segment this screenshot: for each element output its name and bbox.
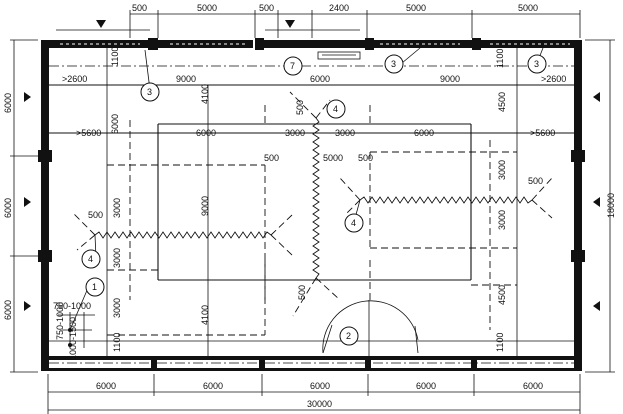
- small-500-right: 500: [528, 176, 543, 186]
- bottom-dimension-texts: 6000 6000 6000 6000 6000 30000: [96, 381, 543, 409]
- marker-4a: 4: [326, 99, 346, 119]
- dim-bottom-2: 6000: [203, 381, 223, 391]
- door-swing: [322, 300, 419, 354]
- central-zones: [107, 105, 517, 336]
- marker-3b: 3: [384, 54, 404, 74]
- small-500-left: 500: [88, 210, 103, 220]
- row1-dim-1: 9000: [176, 74, 196, 84]
- row1-dim-0: >2600: [62, 74, 87, 84]
- dim-top-5: 5000: [406, 3, 426, 13]
- mid-dim-1: 5000: [323, 153, 343, 163]
- circle-markers: 1 2 3 3 3 4 4 4: [69, 47, 547, 346]
- side-dimension-lines: [10, 39, 615, 373]
- vright-4: 4500: [497, 285, 507, 305]
- row2-dim-5: >5600: [530, 128, 555, 138]
- dim-top-2: 5000: [197, 3, 217, 13]
- vleft-1: 6000: [110, 114, 120, 134]
- marker-7: 7: [283, 56, 303, 76]
- vleft-2: 3000: [112, 198, 122, 218]
- row2-dim-1: 6000: [196, 128, 216, 138]
- vright-3: 3000: [497, 210, 507, 230]
- dim-bottom-5: 6000: [523, 381, 543, 391]
- top-dimension-lines: [56, 10, 581, 38]
- marker-7-label: 7: [290, 61, 295, 71]
- top-device: [317, 51, 361, 60]
- marker-2-label: 2: [346, 331, 351, 341]
- vright-0: 1100: [495, 49, 505, 68]
- vinner-0: 4100: [200, 84, 210, 104]
- dim-left-2: 6000: [3, 198, 13, 218]
- marker-4c: 4: [344, 213, 364, 233]
- marker-4c-label: 4: [351, 218, 356, 228]
- vinner-2: 4100: [200, 305, 210, 325]
- marker-4b-label: 4: [88, 254, 93, 264]
- dim-bottom-3: 6000: [310, 381, 330, 391]
- dim-top-4: 2400: [329, 3, 349, 13]
- vleft-3: 3000: [112, 248, 122, 268]
- vleft-0: 1100: [110, 47, 120, 66]
- marker-3a-label: 3: [147, 87, 152, 97]
- mid-dim-0: 500: [264, 153, 279, 163]
- row2-dim-0: >5600: [76, 128, 101, 138]
- vinner-1: 9000: [200, 196, 210, 216]
- vright-2: 3000: [497, 160, 507, 180]
- note-750-1000-left: 750-1000: [55, 302, 65, 340]
- zigzag-lines: [94, 117, 533, 279]
- row2-dim-3: 3000: [335, 128, 355, 138]
- section-arrows: [24, 20, 600, 311]
- bottom-dimension-lines: [47, 374, 581, 414]
- side-dimension-texts: 6000 6000 6000 18000: [3, 93, 616, 320]
- small-500-bottom: 500: [297, 285, 307, 300]
- marker-1: 1: [85, 277, 105, 297]
- vright-1: 4500: [497, 92, 507, 112]
- marker-3c: 3: [527, 54, 547, 74]
- marker-3a: 3: [140, 82, 160, 102]
- note-1000-1500: 1000-1500: [68, 317, 78, 360]
- vleft-4: 3000: [112, 298, 122, 318]
- row2-dim-4: 6000: [414, 128, 434, 138]
- note-750-1000-top: 750-1000: [53, 301, 91, 311]
- dim-top-3: 500: [259, 3, 274, 13]
- dim-bottom-4: 6000: [416, 381, 436, 391]
- vleft-5: 1100: [112, 333, 122, 352]
- marker-4b: 4: [81, 249, 101, 269]
- row1-dim-2: 6000: [310, 74, 330, 84]
- vright-5: 1100: [495, 333, 505, 352]
- dim-top-6: 5000: [518, 3, 538, 13]
- marker-3b-label: 3: [391, 59, 396, 69]
- top-dimension-texts: 500 5000 500 2400 5000 5000: [132, 3, 538, 13]
- row1-dim-3: 9000: [440, 74, 460, 84]
- row2-dim-2: 3000: [285, 128, 305, 138]
- fan-lines: [71, 91, 553, 317]
- grid-lines: [49, 48, 574, 364]
- marker-1-label: 1: [92, 282, 97, 292]
- dim-bottom-1: 6000: [96, 381, 116, 391]
- mid-dim-2: 500: [358, 153, 373, 163]
- dim-right-total: 18000: [606, 193, 616, 218]
- dim-left-1: 6000: [3, 93, 13, 113]
- marker-2: 2: [339, 326, 359, 346]
- row1-dim-4: >2600: [541, 74, 566, 84]
- marker-3c-label: 3: [534, 59, 539, 69]
- small-500-top: 500: [295, 100, 305, 115]
- dim-left-3: 6000: [3, 300, 13, 320]
- marker-4a-label: 4: [333, 104, 338, 114]
- dim-top-1: 500: [132, 3, 147, 13]
- dim-bottom-total: 30000: [307, 399, 332, 409]
- interior-dimension-texts: >2600 9000 6000 9000 >2600 >5600 6000 30…: [53, 47, 566, 360]
